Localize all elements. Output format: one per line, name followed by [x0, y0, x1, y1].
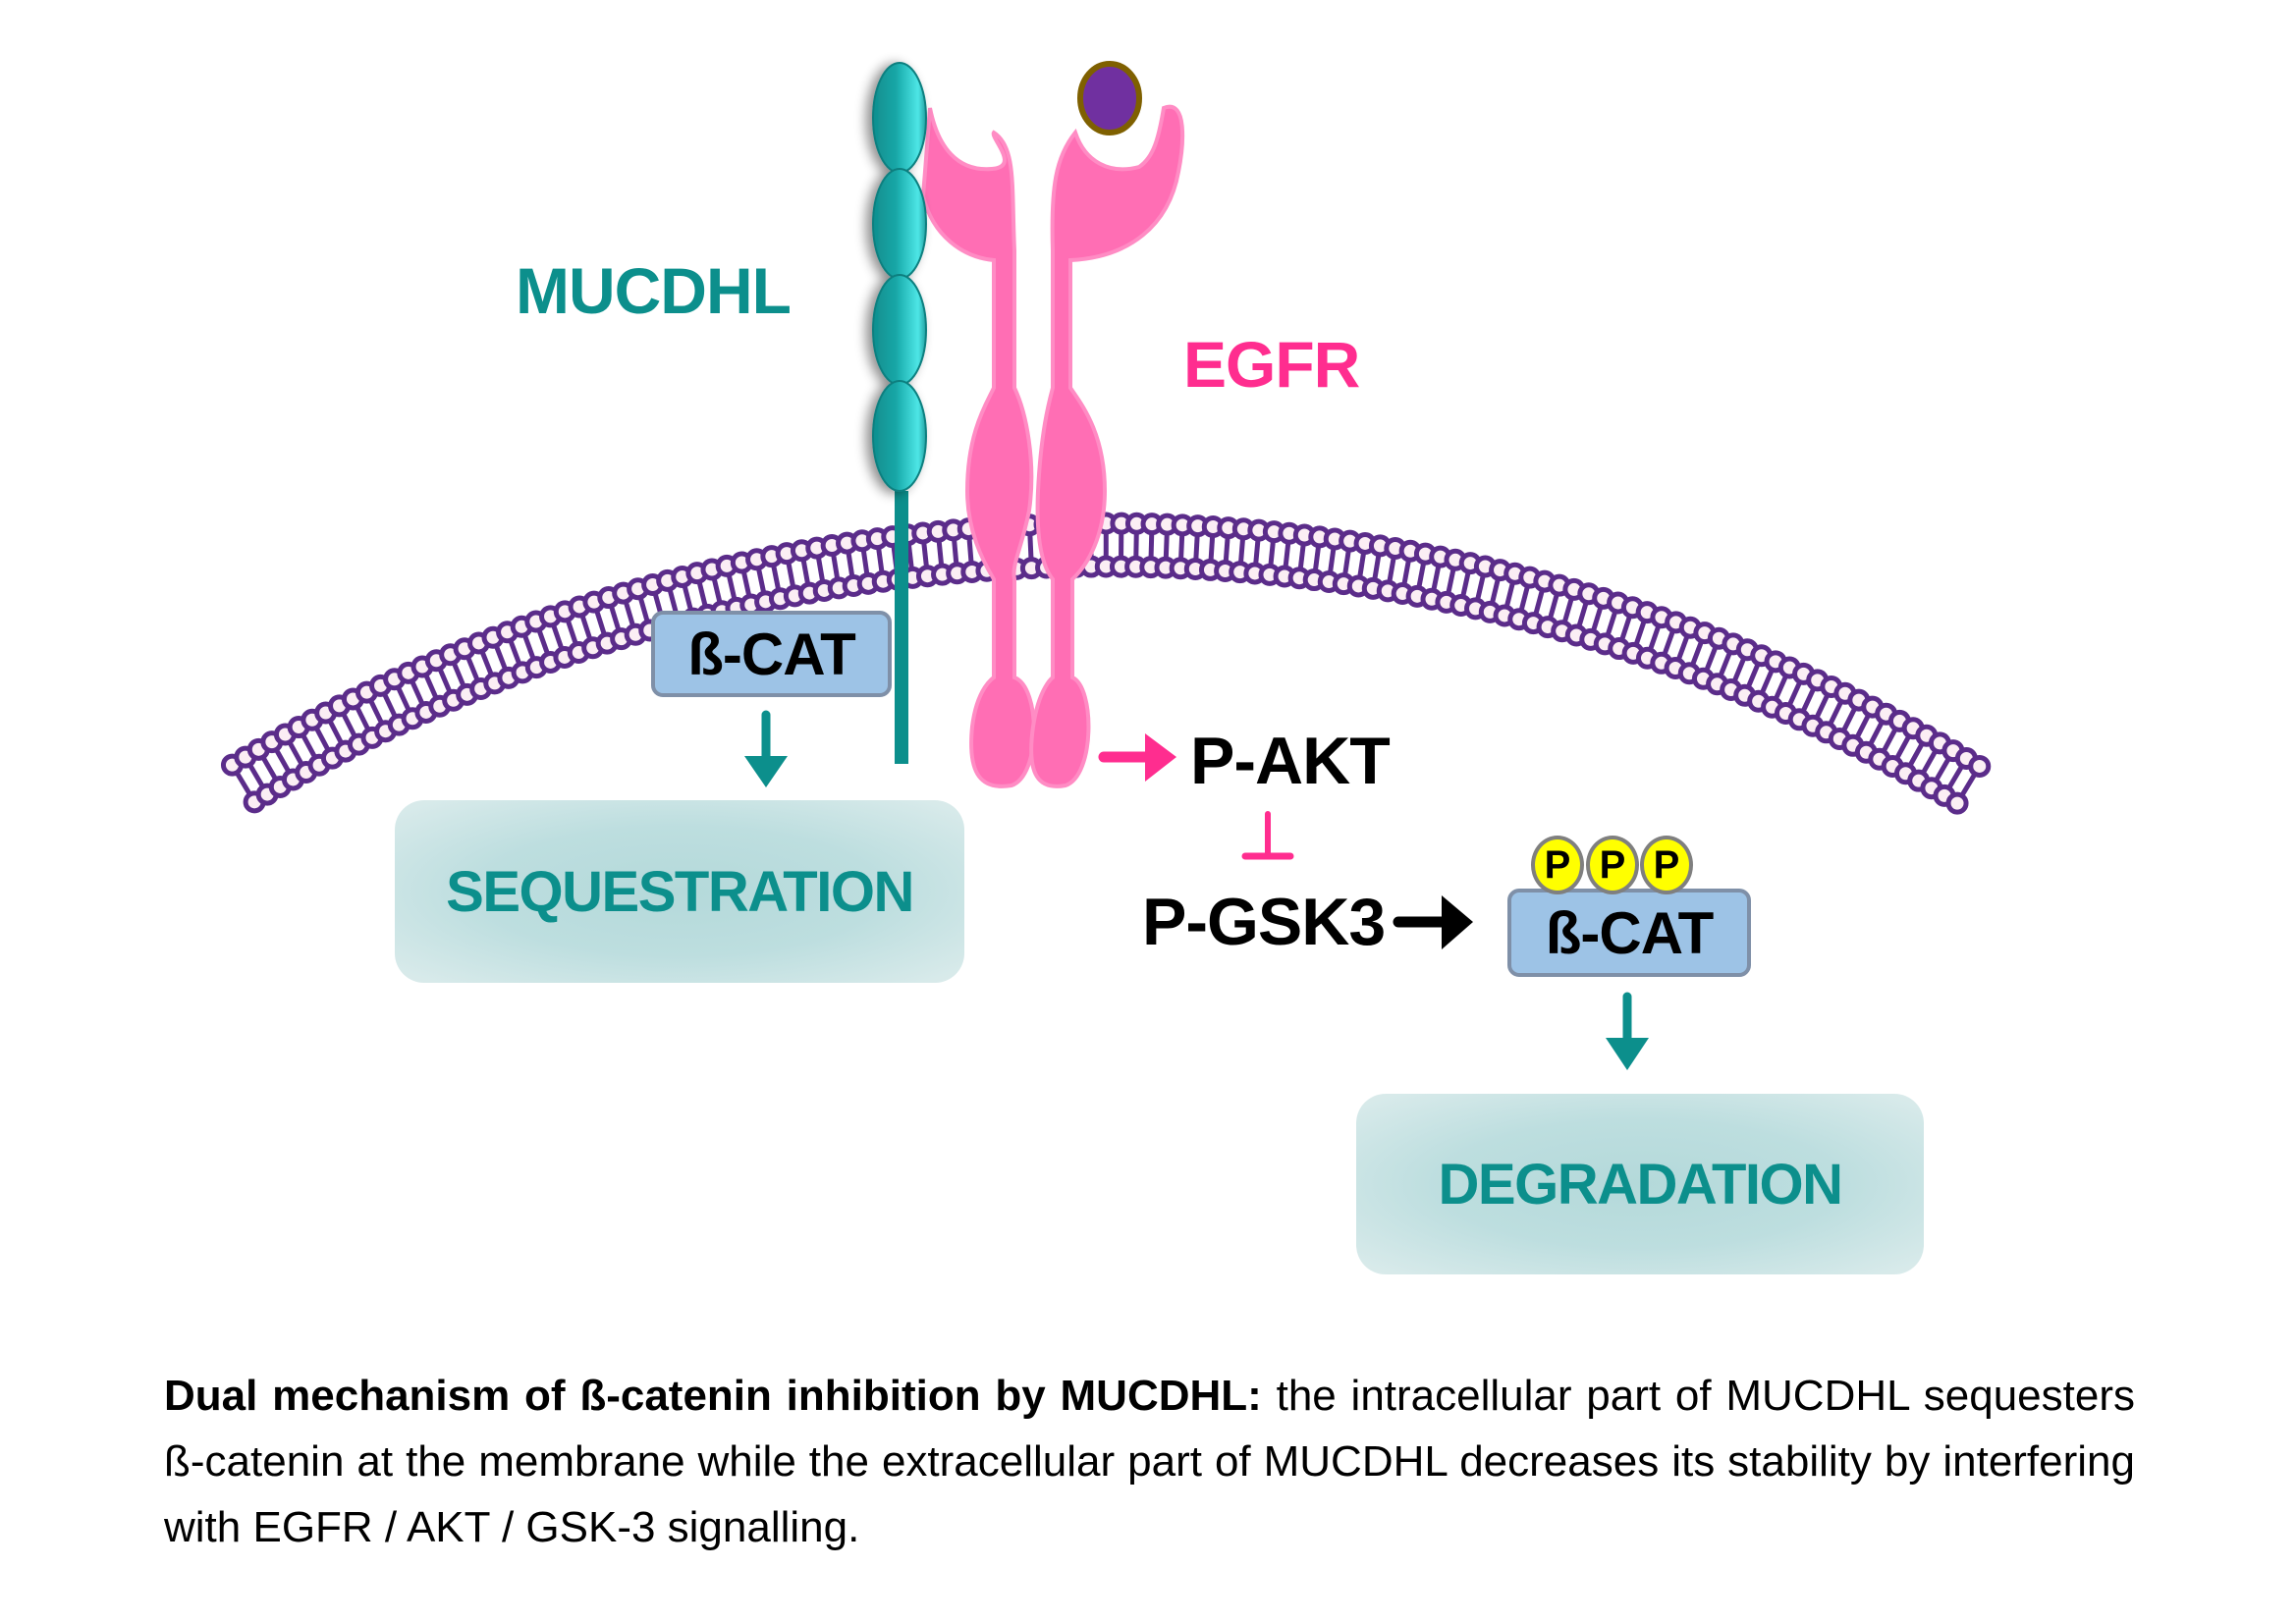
mucdhl-cadherin-domain	[872, 380, 927, 492]
arrow-bcat-to-degradation	[1606, 992, 1649, 1070]
sequestration-box: SEQUESTRATION	[395, 800, 964, 983]
bcat-membrane-box: ß-CAT	[651, 611, 892, 697]
mucdhl-cadherin-domain	[872, 274, 927, 386]
cell-membrane-bilayer	[220, 512, 1992, 815]
lipid-head	[1945, 791, 1969, 815]
phospho-group: P	[1640, 836, 1693, 894]
degradation-box: DEGRADATION	[1356, 1094, 1924, 1274]
pgsk3-label: P-GSK3	[1142, 885, 1386, 959]
lipid-head	[1968, 754, 1992, 778]
egf-ligand	[1077, 61, 1142, 135]
caption-title: Dual mechanism of ß-catenin inhibition b…	[164, 1372, 1262, 1420]
egfr-receptor-right	[1029, 104, 1185, 788]
arrow-pgsk3-to-bcat	[1393, 895, 1473, 949]
phospho-group: P	[1586, 836, 1639, 894]
egfr-receptor-left	[920, 107, 1036, 788]
figure-caption: Dual mechanism of ß-catenin inhibition b…	[164, 1363, 2135, 1560]
arrow-bcat-to-sequestration	[744, 710, 788, 787]
arrow-egfr-to-pakt	[1098, 733, 1176, 782]
bcat-phosphorylated-box: ß-CAT	[1507, 889, 1751, 977]
mucdhl-protein	[872, 62, 927, 764]
mucdhl-label: MUCDHL	[516, 254, 792, 327]
mucdhl-transmembrane-stem	[895, 491, 908, 764]
pakt-label: P-AKT	[1190, 724, 1391, 798]
mucdhl-cadherin-domain	[872, 62, 927, 174]
caption-body: the intracellular part of MUCDHL sequest…	[164, 1372, 2135, 1551]
inhibition-pakt-to-pgsk3	[1241, 811, 1294, 860]
egfr-label: EGFR	[1183, 328, 1360, 401]
mucdhl-cadherin-domain	[872, 168, 927, 280]
phospho-group: P	[1531, 836, 1584, 894]
